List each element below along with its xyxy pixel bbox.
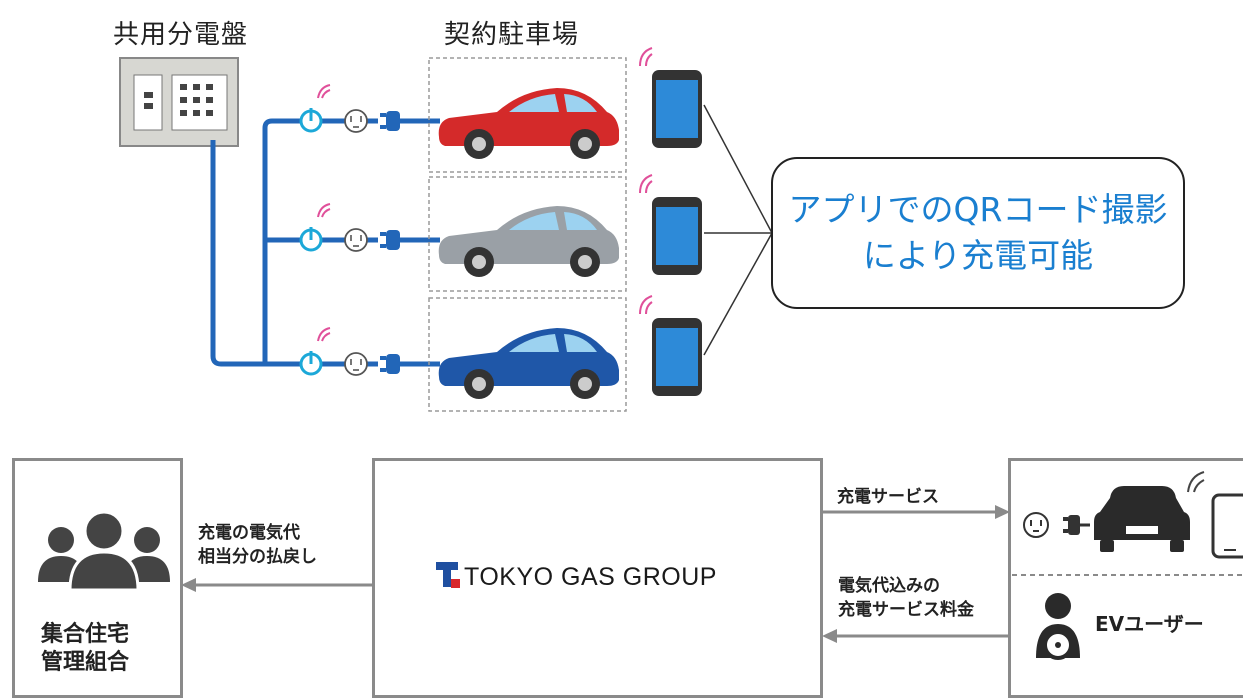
charger-row-3	[299, 327, 400, 376]
fee-label: 電気代込みの 充電サービス料金	[838, 576, 974, 620]
tokyo-gas-logo-icon	[436, 562, 460, 588]
people-icon	[38, 510, 170, 592]
charger-row-1	[299, 84, 400, 133]
car-icon	[438, 206, 619, 277]
power-switch-icon	[299, 227, 323, 252]
driver-icon	[1036, 593, 1080, 660]
callout-line-2: により充電可能	[862, 236, 1094, 275]
smartphone-icon	[652, 70, 702, 148]
hoa-label: 集合住宅 管理組合	[41, 622, 130, 675]
distribution-panel-icon	[119, 57, 239, 147]
qr-charging-callout: アプリでのQRコード撮影 により充電可能	[771, 157, 1185, 309]
signal-icon	[639, 47, 653, 315]
ev-user-box	[1008, 458, 1243, 698]
plug-icon	[380, 354, 400, 374]
arrow-fee	[822, 629, 1008, 643]
outlet-icon	[344, 109, 368, 133]
signal-icon	[1187, 471, 1205, 493]
smartphone-icon	[652, 197, 702, 275]
signal-icon	[317, 203, 331, 218]
arrow-refund	[181, 578, 372, 592]
connector-lines	[703, 104, 773, 356]
outlet-icon	[344, 228, 368, 252]
smartphone-icon	[652, 318, 702, 396]
plug-icon	[1063, 515, 1090, 535]
refund-label: 充電の電気代 相当分の払戻し	[198, 523, 317, 567]
power-switch-icon	[299, 351, 323, 376]
plug-icon	[380, 230, 400, 250]
plug-icon	[380, 111, 400, 131]
callout-line-1: アプリでのQRコード撮影	[788, 190, 1168, 229]
power-switch-icon	[299, 108, 323, 133]
car-icon	[438, 328, 619, 399]
car-icon	[1094, 486, 1190, 552]
company-box: TOKYO GAS GROUP	[372, 458, 823, 698]
power-cable	[210, 118, 440, 367]
parking-title: 契約駐車場	[444, 20, 580, 50]
outlet-icon	[1023, 512, 1049, 538]
distribution-panel-title: 共用分電盤	[113, 20, 249, 50]
ev-user-label: EVユーザー	[1095, 612, 1204, 636]
signal-icon	[317, 327, 331, 342]
hoa-box: 集合住宅 管理組合	[12, 458, 183, 698]
charger-row-2	[299, 203, 400, 252]
arrow-service	[821, 505, 1010, 519]
service-label: 充電サービス	[837, 487, 939, 507]
outlet-icon	[344, 352, 368, 376]
company-logo-text: TOKYO GAS GROUP	[464, 563, 717, 591]
parking-slots	[428, 57, 627, 412]
car-icon	[438, 88, 619, 159]
smartphone-icon	[1211, 493, 1243, 559]
signal-icon	[317, 84, 331, 99]
